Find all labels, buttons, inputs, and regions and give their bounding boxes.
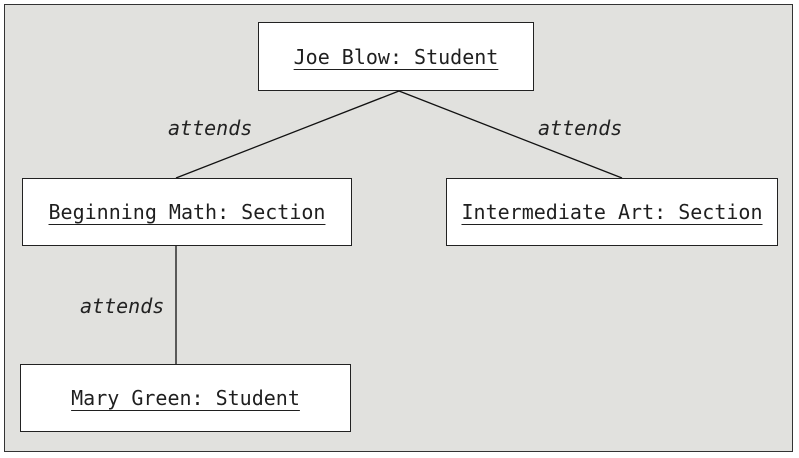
object-label: Mary Green: Student: [71, 386, 300, 410]
link-joe-math: [175, 90, 400, 179]
object-label: Intermediate Art: Section: [461, 200, 763, 224]
link-joe-art: [398, 90, 623, 179]
link-label-joe-math: attends: [168, 116, 253, 140]
object-intermediate-art: Intermediate Art: Section: [446, 178, 778, 246]
object-label: Beginning Math: Section: [48, 200, 326, 224]
link-label-joe-art: attends: [538, 116, 623, 140]
link-label-mary-math: attends: [80, 294, 165, 318]
object-label: Joe Blow: Student: [293, 44, 499, 69]
object-joe-blow: Joe Blow: Student: [258, 22, 534, 91]
object-beginning-math: Beginning Math: Section: [22, 178, 352, 246]
object-mary-green: Mary Green: Student: [20, 364, 351, 432]
